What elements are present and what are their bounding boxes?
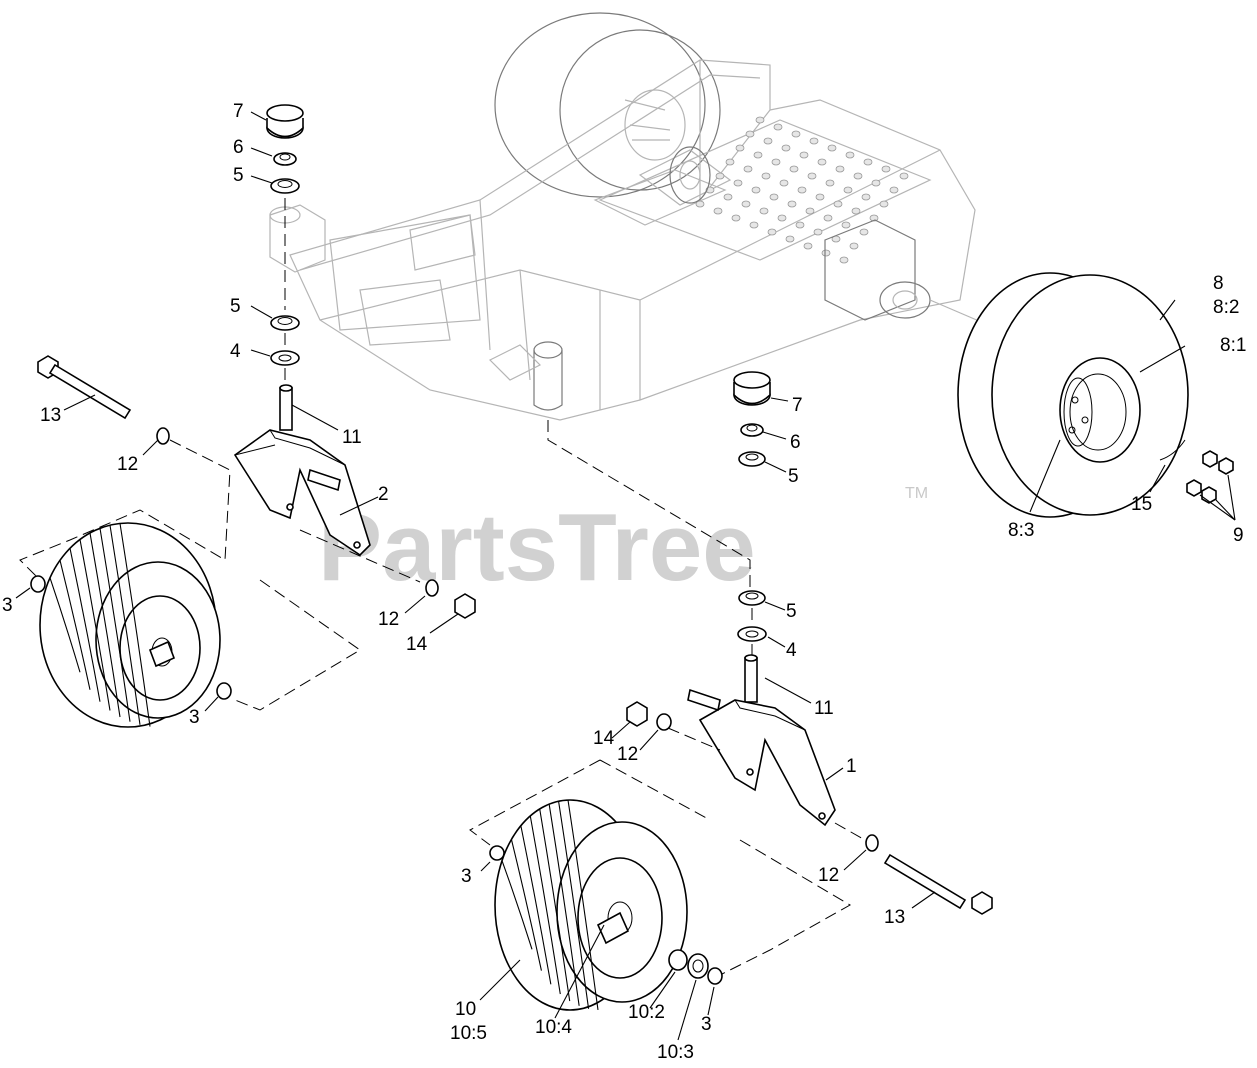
callout-8-1: 8:1 [1220,335,1246,356]
spacer-3-left-a [30,575,46,593]
deck-perforations [695,116,909,264]
callout-4-right: 4 [786,640,797,661]
callout-12-left-b: 12 [378,609,399,630]
callout-10-3: 10:3 [657,1042,694,1063]
callout-13-left: 13 [40,405,61,426]
callout-12-right-b: 12 [818,865,839,886]
callout-7-right: 7 [792,395,803,416]
spacer-14-left [454,593,476,619]
callout-3-right-a: 3 [461,866,472,887]
callout-8-2: 8:2 [1213,297,1239,318]
callout-10-4: 10:4 [535,1017,572,1038]
callout-14-right: 14 [593,728,615,749]
callout-8: 8 [1213,273,1224,294]
callout-10-2: 10:2 [628,1002,665,1023]
nut-left [273,152,297,166]
spacer-10-2 [668,949,688,971]
caster-fork-right [687,654,836,827]
callout-6-right: 6 [790,432,801,453]
callout-5-right-upper: 5 [788,466,799,487]
callout-1: 1 [846,756,857,777]
callout-4-left: 4 [230,341,241,362]
callout-13-right: 13 [884,907,905,928]
callout-15: 15 [1131,494,1152,515]
nut-right [740,423,764,437]
callout-12-right-a: 12 [617,744,638,765]
callout-3-left-a: 3 [2,595,13,616]
callout-3-right-b: 3 [701,1014,712,1035]
callout-9: 9 [1233,525,1244,546]
watermark-text: PartsTree [318,494,756,601]
right-caster-stack [469,371,993,1011]
callout-2: 2 [378,484,389,505]
callout-10-5: 10:5 [450,1023,487,1044]
washer-12-right-b [865,834,879,852]
watermark-trademark: TM [905,485,928,502]
callout-8-3: 8:3 [1008,520,1034,541]
callout-11-left: 11 [342,427,362,448]
washer-left [270,350,300,366]
mower-frame [269,12,1001,421]
callout-5-left-lower: 5 [230,296,241,317]
axle-bolt-right [883,853,993,915]
dust-cap-right [733,371,771,406]
callout-11-right: 11 [814,698,834,719]
axle-bolt-left [37,355,132,420]
caster-fork-left [233,384,371,557]
spacer-3-right-a [489,845,505,861]
callout-10: 10 [455,999,476,1020]
washer-right [737,626,767,642]
washer-12-left-a [156,427,170,445]
spacer-14-right [626,701,648,727]
bearing-left-upper [270,178,300,194]
spacer-3-left-b [216,682,232,700]
washer-12-left-b [425,579,439,597]
callout-12-left-a: 12 [117,454,138,475]
spacer-3-right-b [707,967,723,985]
rear-left-tire [494,12,721,198]
lug-nuts [1186,450,1234,504]
callout-5-right-lower: 5 [786,601,797,622]
bearing-right-lower [738,590,766,606]
dust-cap-left [266,104,304,139]
left-caster-stack [19,104,476,728]
callout-14-left: 14 [406,634,428,655]
washer-12-right-a [656,713,672,731]
caster-wheel-left [39,522,221,728]
bearing-left-lower [270,315,300,331]
callout-3-left-b: 3 [189,707,200,728]
bearing-10-3 [687,953,709,979]
callout-7-left: 7 [233,101,244,122]
callout-5-left-upper: 5 [233,165,244,186]
rear-drive-tire [957,272,1234,518]
bearing-right-upper [738,451,766,467]
caster-wheel-right [494,799,688,1011]
callout-labels: 7 6 5 5 4 13 12 11 2 3 12 14 3 7 6 5 8 8… [2,101,1246,1063]
leader-lines [15,111,1236,1041]
callout-6-left: 6 [233,137,244,158]
